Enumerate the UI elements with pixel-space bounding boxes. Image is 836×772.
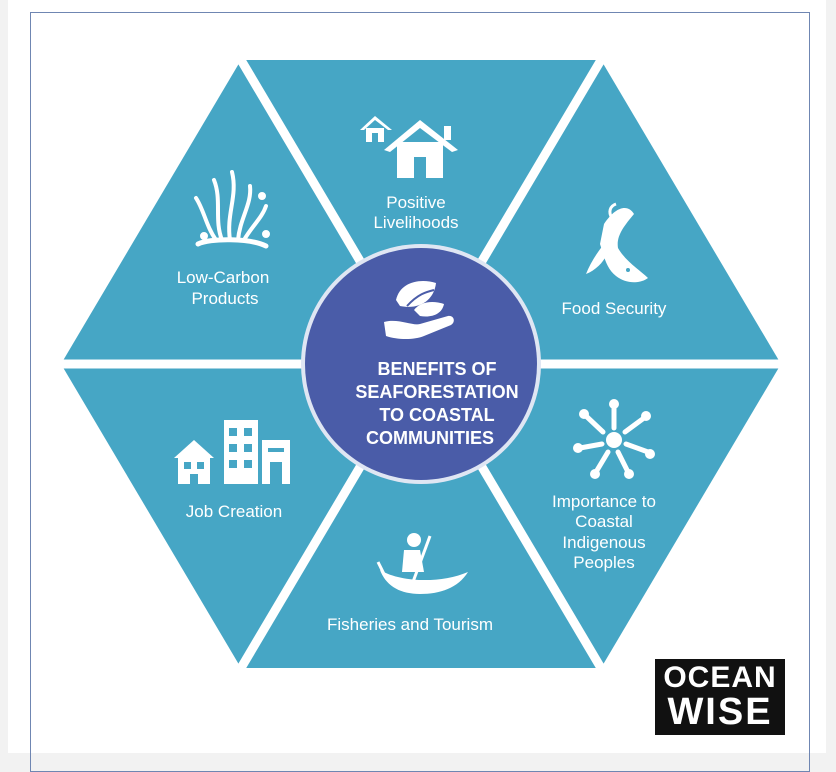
ocean-wise-logo: OCEAN WISE — [655, 659, 785, 735]
benefits-hexagon-diagram: BENEFITS OF SEAFORESTATION TO COASTAL CO… — [61, 60, 781, 668]
label-indigenous-1: Importance to — [552, 492, 656, 511]
label-job-creation: Job Creation — [186, 502, 282, 521]
fish-icon — [586, 202, 648, 283]
center-title-line-3: TO COASTAL — [379, 405, 494, 425]
canoe-icon — [376, 533, 468, 594]
center-title-line-1: BENEFITS OF — [377, 359, 496, 379]
segment-positive-livelihoods — [241, 60, 601, 364]
houses-icon — [360, 116, 458, 178]
logo-line-1: OCEAN — [663, 661, 777, 694]
buildings-icon — [174, 420, 290, 484]
label-positive-livelihoods-2: Livelihoods — [373, 213, 458, 232]
label-low-carbon-1: Low-Carbon — [177, 268, 270, 287]
center-title-line-4: COMMUNITIES — [366, 428, 494, 448]
label-positive-livelihoods-1: Positive — [386, 193, 446, 212]
label-indigenous-4: Peoples — [573, 553, 634, 572]
segment-fisheries-tourism — [241, 364, 601, 668]
label-indigenous-3: Indigenous — [562, 533, 645, 552]
logo-line-2: WISE — [667, 691, 773, 733]
hands-circle-icon — [573, 399, 655, 479]
center-title-line-2: SEAFORESTATION — [355, 382, 518, 402]
label-indigenous-2: Coastal — [575, 512, 633, 531]
hand-leaf-icon — [384, 281, 454, 339]
label-fisheries-tourism: Fisheries and Tourism — [327, 615, 493, 634]
label-food-security: Food Security — [562, 299, 667, 318]
label-low-carbon-2: Products — [191, 289, 258, 308]
seaweed-icon — [194, 170, 270, 249]
center-circle — [305, 248, 537, 480]
